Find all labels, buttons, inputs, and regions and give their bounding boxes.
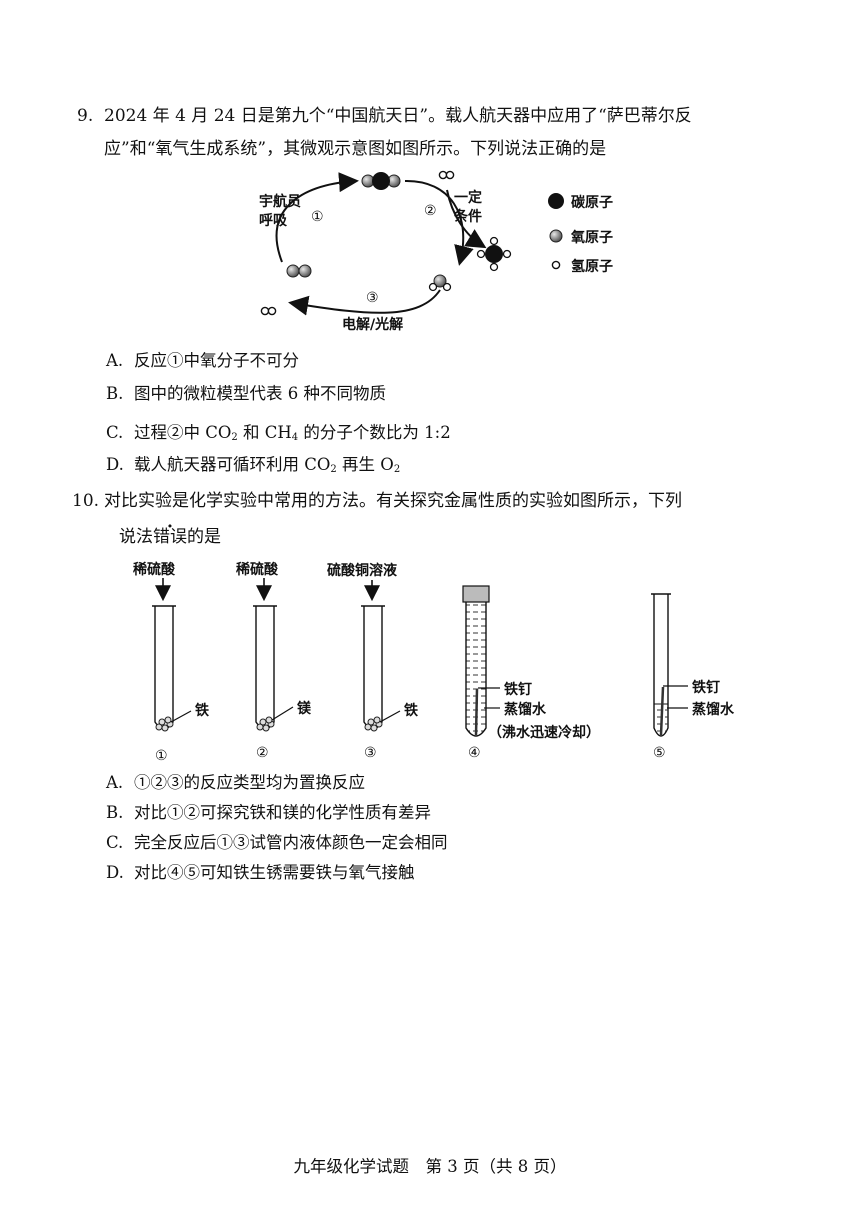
- tube5-nail-label: 铁钉: [692, 680, 720, 696]
- option-text-pre: 载人航天器可循环利用 CO: [134, 455, 331, 474]
- option-text: 对比①②可探究铁和镁的化学性质有差异: [134, 803, 431, 822]
- label-astronaut: 宇航员: [259, 194, 301, 210]
- q10-stem-line2: 说法错误的是: [119, 525, 221, 549]
- tube4-note: （沸水迅速冷却）: [488, 725, 600, 741]
- emphasis-wrong: 错误: [153, 527, 187, 547]
- q9-stem-line1: 2024 年 4 月 24 日是第九个“中国航天日”。载人航天器中应用了“萨巴蒂…: [104, 106, 692, 126]
- legend-carbon-atom: [548, 193, 564, 209]
- q10-stem-line1: 对比实验是化学实验中常用的方法。有关探究金属性质的实验如图所示，下列: [104, 491, 682, 511]
- q10-option-d[interactable]: D. 对比④⑤可知铁生锈需要铁与氧气接触: [106, 862, 415, 884]
- option-text: 图中的微粒模型代表 6 种不同物质: [134, 384, 386, 403]
- label-condition-2: 条件: [454, 209, 482, 225]
- tube1-number: ①: [155, 748, 168, 764]
- q9-option-d[interactable]: D.载人航天器可循环利用 CO2 再生 O2: [106, 454, 400, 481]
- option-text-pre: 过程②中 CO: [134, 423, 232, 442]
- label-breath: 呼吸: [259, 213, 287, 229]
- option-text-mid: 再生 O: [336, 455, 394, 474]
- option-letter: B.: [106, 803, 124, 822]
- tube2-number: ②: [256, 745, 269, 761]
- option-text: 完全反应后①③试管内液体颜色一定会相同: [134, 833, 448, 852]
- circle-label-3: ③: [366, 290, 379, 306]
- test-tube-3: [361, 580, 401, 732]
- option-text-post: 的分子个数比为 1:2: [298, 423, 451, 442]
- arrow-2b: [446, 189, 487, 249]
- legend-hydrogen-label: 氢原子: [571, 259, 613, 275]
- page-footer: 九年级化学试题 第 3 页（共 8 页）: [293, 1157, 567, 1176]
- q9-number: 9.: [77, 106, 94, 126]
- q9-option-c[interactable]: C. 过程②中 CO2 和 CH4 的分子个数比为 1:2: [106, 422, 451, 449]
- option-letter: C.: [106, 423, 124, 442]
- q10-option-a[interactable]: A. ①②③的反应类型均为置换反应: [106, 772, 365, 794]
- circle-label-1: ①: [311, 209, 324, 225]
- q10-number: 10.: [72, 491, 100, 511]
- subscript: 2: [231, 432, 238, 443]
- q10-option-b[interactable]: B. 对比①②可探究铁和镁的化学性质有差异: [106, 802, 431, 824]
- option-letter: A.: [106, 351, 124, 370]
- test-tube-5: [651, 593, 688, 737]
- stem-text: 说法: [119, 527, 153, 547]
- arrow-2a: [404, 179, 474, 266]
- option-letter: A.: [106, 773, 124, 792]
- subscript: 2: [330, 464, 337, 475]
- option-text: 反应①中氧分子不可分: [134, 351, 299, 370]
- legend-oxygen-label: 氧原子: [571, 230, 613, 246]
- tube4-water-label: 蒸馏水: [504, 702, 546, 718]
- option-letter: B.: [106, 384, 124, 403]
- tube5-water-label: 蒸馏水: [692, 702, 734, 718]
- q9-diagram: 宇航员 呼吸 ① 一定 条件 ② ③ 电解/光解 碳原子 氧原子 氢原子: [0, 0, 860, 340]
- q9-option-a[interactable]: A. 反应①中氧分子不可分: [106, 350, 299, 372]
- tube2-metal: 镁: [297, 701, 311, 717]
- test-tube-1: [152, 578, 192, 732]
- option-letter: D.: [106, 455, 124, 474]
- q10-diagram: 稀硫酸 铁 ① 稀硫酸 镁 ② 硫酸铜溶液 铁 ③ 铁钉 蒸馏水 （沸水迅速冷却…: [133, 562, 734, 764]
- arrow-3: [288, 289, 441, 316]
- arrow-1: [275, 172, 359, 263]
- tube5-number: ⑤: [653, 745, 666, 761]
- stem-text: 的是: [187, 527, 221, 547]
- subscript: 2: [393, 464, 401, 475]
- legend-oxygen-atom: [549, 229, 563, 243]
- tube4-nail-label: 铁钉: [504, 682, 532, 698]
- option-text-mid: 和 CH: [237, 423, 292, 442]
- option-letter: D.: [106, 863, 124, 882]
- option-letter: C.: [106, 833, 124, 852]
- q9-stem-line2: 应”和“氧气生成系统”，其微观示意图如图所示。下列说法正确的是: [104, 139, 607, 159]
- legend-carbon-label: 碳原子: [571, 195, 613, 211]
- label-condition-1: 一定: [454, 190, 482, 206]
- tube1-reagent: 稀硫酸: [133, 562, 175, 578]
- q10-option-c[interactable]: C. 完全反应后①③试管内液体颜色一定会相同: [106, 832, 448, 854]
- tube3-metal: 铁: [404, 703, 418, 719]
- subscript: 4: [291, 432, 299, 443]
- tube2-reagent: 稀硫酸: [236, 562, 278, 578]
- label-electrolysis: 电解/光解: [342, 317, 404, 333]
- q9-option-b[interactable]: B. 图中的微粒模型代表 6 种不同物质: [106, 383, 386, 405]
- q10-tubes-svg: [152, 578, 688, 737]
- legend-hydrogen-atom: [551, 260, 561, 270]
- test-tube-2: [253, 578, 294, 732]
- tube1-metal: 铁: [195, 703, 209, 719]
- tube3-reagent: 硫酸铜溶液: [327, 563, 397, 579]
- q9-cycle-svg: [260, 170, 564, 316]
- option-text: 对比④⑤可知铁生锈需要铁与氧气接触: [134, 863, 415, 882]
- test-tube-4: [462, 585, 500, 737]
- circle-label-2: ②: [424, 203, 437, 219]
- option-text: ①②③的反应类型均为置换反应: [134, 773, 365, 792]
- tube3-number: ③: [364, 745, 377, 761]
- tube4-number: ④: [468, 745, 481, 761]
